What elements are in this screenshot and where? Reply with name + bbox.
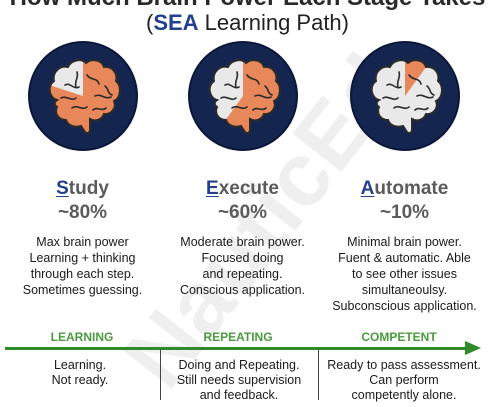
subtitle-rest: Learning Path) xyxy=(198,10,349,35)
brain-outline xyxy=(48,59,121,135)
subtitle: (SEA Learning Path) xyxy=(0,10,495,36)
stage-description: Minimal brain power. Fuent & automatic. … xyxy=(322,234,487,314)
brain-fold xyxy=(63,83,80,89)
desc-line: Conscious application. xyxy=(179,283,306,297)
brain-fold xyxy=(425,85,435,96)
brain-shape xyxy=(371,60,442,134)
brain-power-wedge xyxy=(404,60,440,96)
progress-arrow-line xyxy=(5,347,475,350)
stage-initial: S xyxy=(56,178,69,199)
desc-line: simultaneoulsy. xyxy=(361,283,448,297)
result-line: Learning. xyxy=(53,358,107,372)
stage-name-rest: utomate xyxy=(374,178,449,199)
desc-line: to see other issues xyxy=(352,267,457,281)
brain-icon xyxy=(27,41,138,151)
desc-line: Minimal brain power. xyxy=(347,235,462,249)
brain-icon xyxy=(187,41,298,151)
brain-outline xyxy=(208,59,281,135)
desc-line: Learning + thinking xyxy=(29,251,136,265)
desc-line: Focused doing xyxy=(201,251,284,265)
result-line: Can perform xyxy=(369,373,439,387)
desc-line: Fuent & automatic. Able xyxy=(338,251,471,265)
stage-study: Study ~80% Max brain power Learning + th… xyxy=(0,40,165,298)
desc-line: through each step. xyxy=(30,267,135,281)
stage-percent: ~80% xyxy=(57,202,108,223)
stage-name: Study xyxy=(0,178,165,200)
brain-fold xyxy=(59,96,77,101)
result-repeating: Doing and Repeating. Still needs supervi… xyxy=(160,358,318,403)
brain-fold xyxy=(91,107,107,111)
result-line: Ready to pass assessment. xyxy=(327,358,481,372)
stage-execute: Execute ~60% Moderate brain power. Focus… xyxy=(160,40,325,298)
brain-fold xyxy=(93,94,112,99)
brain-fold xyxy=(234,71,238,88)
brain-outline xyxy=(370,59,443,135)
brain-fold xyxy=(251,107,267,111)
brain-fold xyxy=(263,85,273,96)
brain-fold xyxy=(407,74,422,85)
brain-fold xyxy=(396,71,400,88)
brain-fold xyxy=(381,96,399,101)
phase-learning: LEARNING xyxy=(50,330,114,344)
brain-icon-automate xyxy=(322,40,487,158)
stage-percent: ~60% xyxy=(217,202,268,223)
brain-fold xyxy=(415,94,434,99)
arrow-head-icon xyxy=(465,341,481,355)
desc-line: Sometimes guessing. xyxy=(22,283,143,297)
stage-name: Automate xyxy=(322,178,487,200)
desc-line: Moderate brain power. xyxy=(180,235,305,249)
phase-competent: COMPETENT xyxy=(361,330,437,344)
result-line: Still needs supervision xyxy=(176,373,302,387)
main-title: How Much Brain Power Each Stage Takes xyxy=(0,0,495,12)
brain-fold xyxy=(219,96,237,101)
stage-percent: ~10% xyxy=(379,202,430,223)
brain-fold xyxy=(385,83,402,89)
phase-repeating: REPEATING xyxy=(203,330,273,344)
result-line: competently alone. xyxy=(351,388,457,402)
stage-name-rest: tudy xyxy=(68,178,109,199)
brain-fold xyxy=(70,105,88,110)
subtitle-open: ( xyxy=(145,10,154,35)
stage-description: Moderate brain power. Focused doing and … xyxy=(160,234,325,298)
desc-line: Subconscious application. xyxy=(332,299,477,313)
subtitle-accent: SEA xyxy=(153,10,199,35)
divider xyxy=(160,350,161,400)
stage-description: Max brain power Learning + thinking thro… xyxy=(0,234,165,298)
stage-name-rest: xecute xyxy=(218,178,279,199)
brain-fold xyxy=(253,94,272,99)
brain-icon-study xyxy=(0,40,165,158)
divider xyxy=(318,350,319,400)
brain-fold xyxy=(85,74,100,85)
brain-fold xyxy=(245,74,260,85)
brain-fold xyxy=(103,85,113,96)
brain-fold xyxy=(74,71,78,88)
brain-fold xyxy=(413,107,429,111)
desc-line: and repeating. xyxy=(202,267,283,281)
stage-initial: A xyxy=(360,178,375,199)
desc-line: Max brain power xyxy=(36,235,129,249)
brain-icon-execute xyxy=(160,40,325,158)
result-learning: Learning. Not ready. xyxy=(0,358,160,388)
result-line: Not ready. xyxy=(51,373,109,387)
result-line: and feedback. xyxy=(199,388,279,402)
brain-fold xyxy=(230,105,248,110)
result-competent: Ready to pass assessment. Can perform co… xyxy=(318,358,490,403)
stage-name: Execute xyxy=(160,178,325,200)
brain-fold xyxy=(392,105,410,110)
result-line: Doing and Repeating. xyxy=(178,358,300,372)
stage-initial: E xyxy=(206,178,219,199)
brain-fold xyxy=(223,83,240,89)
stage-automate: Automate ~10% Minimal brain power. Fuent… xyxy=(322,40,487,314)
brain-icon xyxy=(349,41,460,151)
